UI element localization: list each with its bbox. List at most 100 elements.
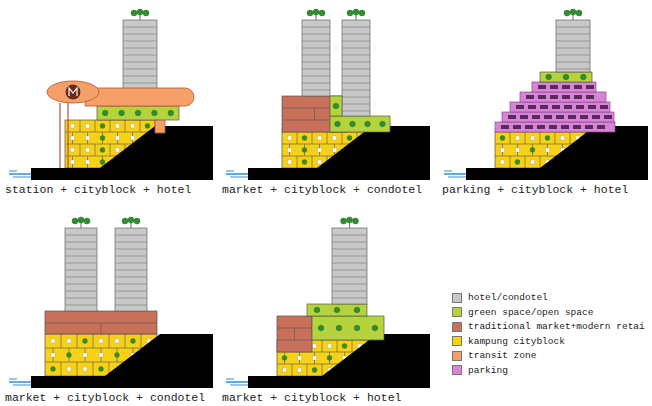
stroke	[342, 69, 370, 70]
stroke	[342, 83, 370, 84]
tree	[359, 10, 365, 16]
block	[330, 116, 390, 132]
stroke	[9, 171, 17, 172]
window	[288, 148, 292, 152]
car-icon	[538, 95, 546, 99]
tree	[307, 10, 313, 16]
stroke	[332, 270, 367, 271]
block	[45, 311, 157, 334]
stroke	[555, 132, 556, 144]
car-icon	[588, 105, 596, 109]
stroke	[95, 120, 96, 132]
block	[307, 304, 367, 316]
stroke	[570, 132, 571, 144]
tree	[347, 10, 353, 16]
window	[115, 339, 119, 343]
window	[501, 160, 505, 164]
tree	[545, 136, 550, 141]
panel-caption: market + cityblock + condotel	[222, 183, 422, 196]
stroke	[65, 235, 97, 236]
car-icon	[540, 105, 548, 109]
stroke	[556, 34, 590, 35]
stroke	[556, 27, 590, 28]
legend-label: traditional market+modern retai	[468, 321, 645, 332]
stroke	[61, 362, 62, 376]
stroke	[115, 277, 147, 278]
stroke	[67, 103, 68, 168]
window	[83, 353, 87, 357]
tree	[353, 218, 359, 224]
tree	[312, 368, 317, 373]
stroke	[302, 27, 330, 28]
stroke	[525, 156, 526, 168]
tree	[145, 124, 150, 129]
tree	[347, 217, 353, 223]
stroke	[510, 156, 511, 168]
car-icon	[552, 105, 560, 109]
stroke	[65, 305, 97, 306]
stroke	[297, 132, 298, 144]
car-icon	[544, 115, 552, 119]
stroke	[230, 177, 248, 178]
stroke	[292, 364, 293, 376]
stroke	[59, 103, 60, 168]
stroke	[332, 298, 367, 299]
tree	[99, 367, 104, 372]
car-icon	[574, 85, 582, 89]
stroke	[332, 277, 367, 278]
window	[298, 356, 302, 360]
tree	[102, 110, 108, 116]
tree	[334, 307, 340, 313]
tree	[143, 10, 149, 16]
stroke	[125, 334, 126, 348]
station-pod	[47, 81, 99, 103]
tree	[530, 148, 535, 153]
window	[288, 160, 292, 164]
stroke	[342, 62, 370, 63]
window	[561, 136, 565, 140]
car-icon	[513, 125, 521, 129]
window	[83, 367, 87, 371]
stroke	[332, 284, 367, 285]
window	[516, 148, 520, 152]
hillside-ground	[466, 126, 648, 180]
stroke	[110, 144, 111, 156]
car-icon	[592, 115, 600, 119]
stroke	[101, 323, 102, 335]
tree	[100, 124, 105, 129]
window	[51, 339, 55, 343]
stroke	[109, 334, 110, 348]
window	[313, 344, 317, 348]
window	[318, 148, 322, 152]
window	[298, 368, 302, 372]
stroke	[444, 171, 452, 172]
stroke	[80, 120, 81, 132]
window	[288, 136, 292, 140]
stroke	[115, 291, 147, 292]
stroke	[540, 156, 541, 168]
tree	[564, 10, 570, 16]
stroke	[332, 249, 367, 250]
car-icon	[561, 125, 569, 129]
stroke	[13, 177, 31, 178]
stroke	[312, 132, 313, 144]
window	[99, 353, 103, 357]
block	[312, 316, 384, 340]
stroke	[65, 270, 97, 271]
car-icon	[586, 95, 594, 99]
block	[495, 122, 615, 132]
section-panel	[226, 217, 430, 388]
section-panel	[9, 9, 213, 180]
stroke	[342, 104, 370, 105]
tree	[122, 218, 128, 224]
legend-swatch	[452, 307, 462, 317]
tree	[135, 110, 141, 116]
hillside-ground	[31, 126, 213, 180]
tree	[131, 10, 137, 16]
tree	[51, 367, 56, 372]
stroke	[123, 41, 157, 42]
stroke	[123, 62, 157, 63]
tree	[365, 121, 371, 127]
block	[502, 112, 614, 122]
tree	[67, 353, 72, 358]
